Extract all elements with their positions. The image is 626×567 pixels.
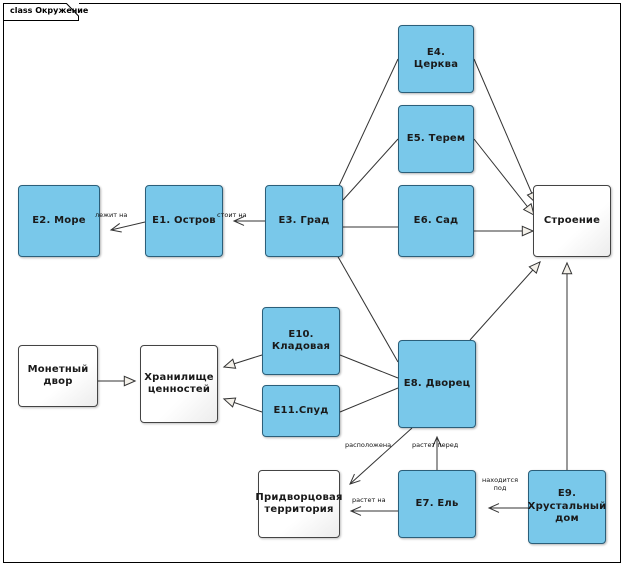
node-label: E11.Спуд	[273, 404, 329, 416]
node-e1-ostrov[interactable]: E1. Остров	[145, 185, 223, 257]
edge-label-lezhit-na: лежит на	[95, 211, 128, 219]
node-label: E1. Остров	[152, 214, 216, 226]
node-e2-more[interactable]: E2. Море	[18, 185, 100, 257]
node-monetny-dvor[interactable]: Монетный двор	[18, 345, 98, 407]
diagram-title: class Окружение	[10, 6, 89, 15]
node-e7-el[interactable]: E7. Ель	[398, 470, 476, 538]
node-label: E9. Хрустальный дом	[527, 488, 607, 525]
node-label: E3. Град	[278, 214, 330, 226]
edge-e4-to-stroenie	[473, 58, 537, 205]
connector-lines	[98, 58, 573, 516]
edge-e11-to-hranilishe	[222, 397, 263, 413]
node-label: Строение	[543, 214, 601, 226]
node-e10-kladovaya[interactable]: E10. Кладовая	[262, 307, 340, 375]
edge-e5-to-stroenie	[473, 138, 535, 217]
edge-label-rastet-na: растет на	[352, 496, 386, 504]
edge-e8-to-pridvor	[349, 427, 413, 485]
edge-e8-to-stroenie	[469, 260, 541, 341]
edge-label-stoit-na: стоит на	[217, 211, 247, 219]
node-label: E4. Церква	[413, 46, 459, 71]
node-label: E8. Дворец	[403, 377, 471, 389]
node-e5-terem[interactable]: E5. Терем	[398, 105, 474, 173]
edge-e3-to-e4	[336, 58, 399, 191]
edge-label-nahoditsya-pod: находится под	[482, 476, 519, 493]
edge-e3-to-e5	[342, 138, 399, 201]
node-e11-spud[interactable]: E11.Спуд	[262, 385, 340, 437]
node-label: E10. Кладовая	[271, 328, 331, 353]
edge-e10-to-e8	[339, 354, 399, 379]
edge-label-raspolozhena: расположена	[345, 441, 392, 449]
node-e3-grad[interactable]: E3. Град	[265, 185, 343, 257]
node-e4-cerkva[interactable]: E4. Церква	[398, 25, 474, 93]
node-label: Хранилище ценностей	[144, 371, 214, 396]
node-stroenie[interactable]: Строение	[533, 185, 611, 257]
node-label: E6. Сад	[413, 214, 459, 226]
node-hranilishe-cennostey[interactable]: Хранилище ценностей	[140, 345, 218, 423]
diagram-title-tab: class Окружение	[3, 3, 88, 21]
node-label: E5. Терем	[406, 132, 466, 144]
node-label: E2. Море	[32, 214, 86, 226]
node-pridvorcovaya-territoriya[interactable]: Придворцовая территория	[255, 470, 343, 538]
title-tab-shape	[3, 3, 79, 21]
node-e6-sad[interactable]: E6. Сад	[398, 185, 474, 257]
node-e9-hrustalny-dom[interactable]: E9. Хрустальный дом	[528, 470, 606, 544]
edge-e10-to-hranilishe	[222, 354, 263, 369]
edge-e3-to-e8	[336, 254, 399, 363]
node-label: Монетный двор	[27, 363, 89, 388]
node-label: Придворцовая территория	[255, 491, 343, 516]
node-label: E7. Ель	[415, 497, 459, 509]
edge-label-rastet-pered: растет перед	[412, 441, 459, 449]
edge-e1-to-e2	[109, 221, 146, 233]
diagram-frame	[3, 3, 621, 563]
node-e8-dvorec[interactable]: E8. Дворец	[398, 340, 476, 428]
edge-e11-to-e8	[339, 387, 399, 413]
